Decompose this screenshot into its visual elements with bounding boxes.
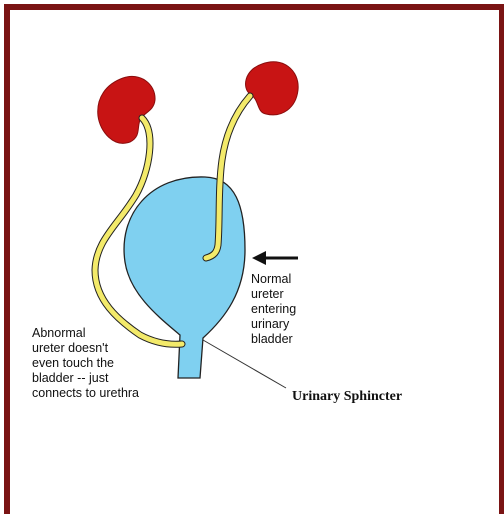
sphincter-leader-line bbox=[203, 340, 286, 388]
urinary-sphincter-label: Urinary Sphincter bbox=[292, 389, 492, 405]
right-kidney bbox=[246, 62, 299, 115]
abnormal-ureter-label: Abnormal ureter doesn't even touch the b… bbox=[32, 326, 192, 401]
left-arrow-icon bbox=[252, 251, 298, 265]
normal-ureter-label: Normal ureter entering urinary bladder bbox=[251, 272, 331, 347]
